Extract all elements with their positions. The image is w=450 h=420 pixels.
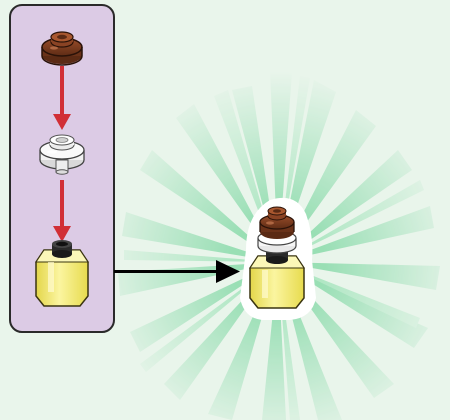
round-plate-bar-icon [39, 134, 85, 175]
result-arrow-icon [114, 260, 240, 283]
attach-arrow-icon [53, 66, 71, 130]
potion-bottle-assembly-icon [240, 197, 316, 320]
attach-arrow-icon [53, 180, 71, 242]
round-plate-icon [41, 31, 83, 66]
bottle-icon [35, 240, 89, 307]
